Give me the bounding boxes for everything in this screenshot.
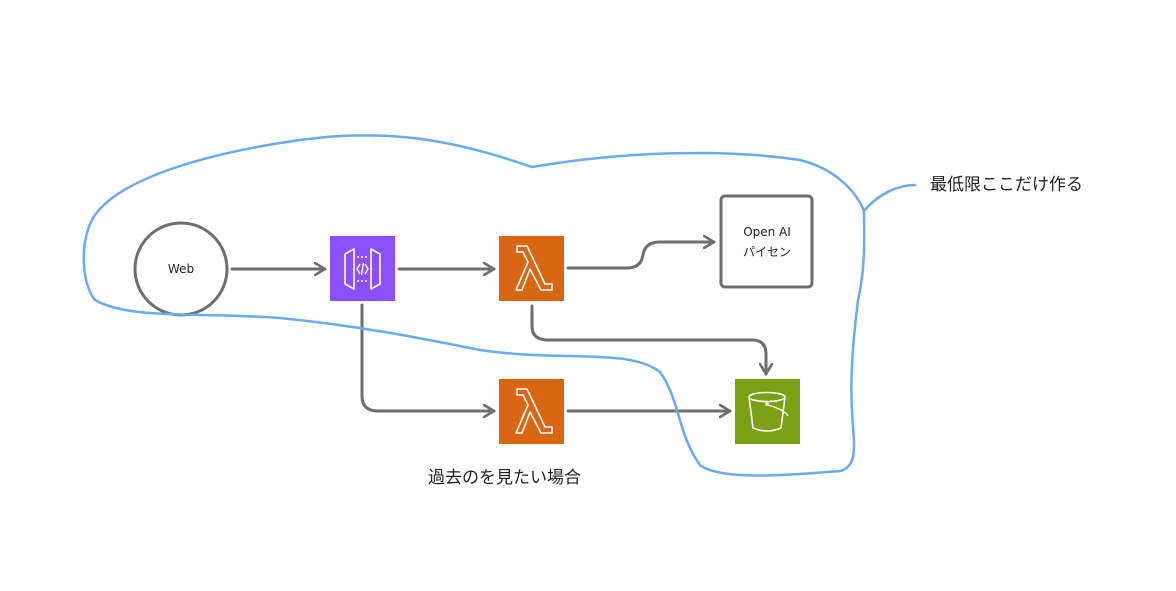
openai-title: Open AI bbox=[743, 225, 791, 239]
minimum-scope-note: 最低限ここだけ作る bbox=[930, 175, 1083, 195]
api-gateway-icon bbox=[330, 236, 395, 301]
connectors bbox=[230, 242, 766, 411]
scope-outline bbox=[82, 134, 917, 477]
arrow-lambda-to-s3 bbox=[530, 304, 766, 376]
web-label: Web bbox=[168, 262, 194, 276]
lambda-icon bbox=[499, 236, 564, 301]
openai-subtitle: パイセン bbox=[743, 245, 791, 259]
s3-bucket-icon bbox=[735, 379, 800, 444]
lambda-icon bbox=[499, 379, 564, 444]
past-view-note: 過去のを見たい場合 bbox=[428, 468, 581, 488]
openai-node: Open AI パイセン bbox=[719, 194, 814, 289]
web-node: Web bbox=[133, 221, 229, 317]
arrow-lambda-to-openai bbox=[566, 242, 716, 270]
arrow-api-to-lambda-bottom bbox=[360, 303, 496, 411]
